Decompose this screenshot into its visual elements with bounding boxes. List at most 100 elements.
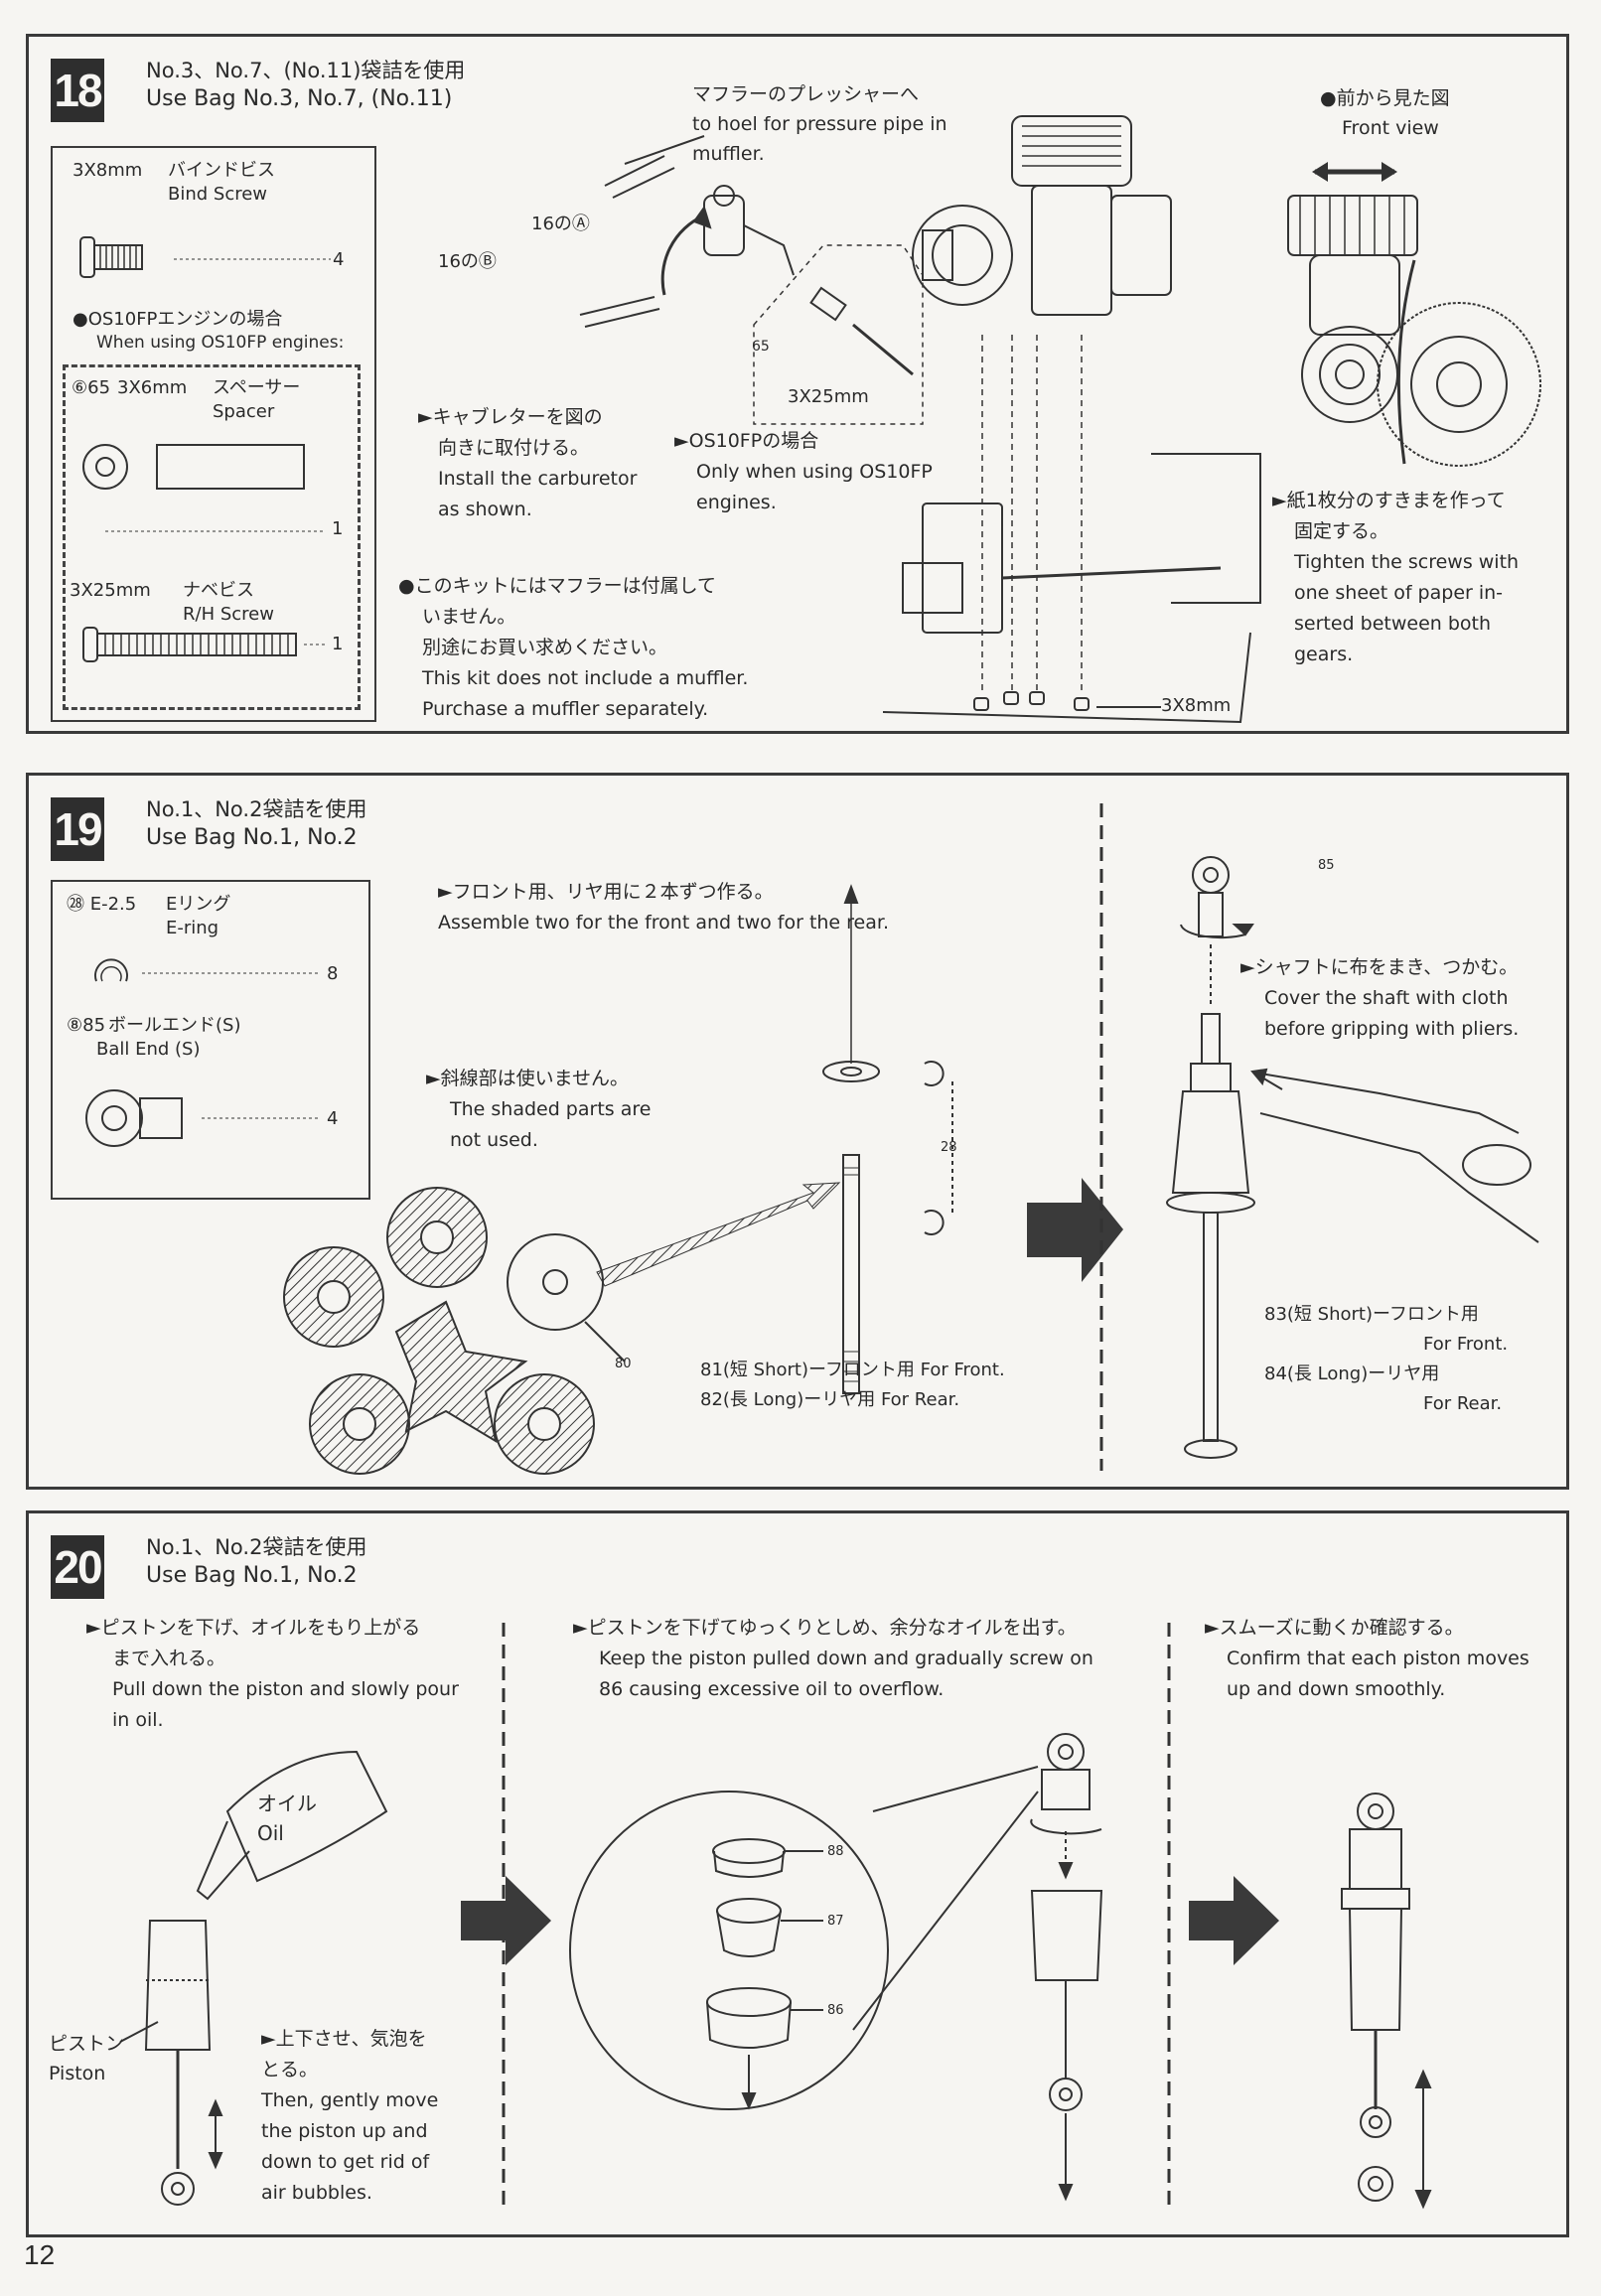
no-muffler-jp-2: いません。 (422, 606, 516, 628)
os-engine-note-jp: ●OS10FPエンジンの場合 (73, 309, 283, 330)
no-muffler-jp-3: 別途にお買い求めください。 (422, 637, 668, 658)
part-name-en: E-ring (166, 918, 219, 938)
gap-note-en-2: one sheet of paper in- (1294, 582, 1504, 604)
part-id: ⑧85 (67, 1015, 106, 1036)
part-qty: 4 (327, 1108, 339, 1129)
page-number: 12 (24, 2239, 56, 2270)
gap-note-en-1: Tighten the screws with (1294, 551, 1520, 573)
assemble-note-en: Assemble two for the front and two for t… (438, 912, 889, 933)
front-view-en: Front view (1342, 117, 1439, 139)
no-muffler-en-2: Purchase a muffler separately. (422, 698, 709, 720)
bag-label-jp: No.1、No.2袋詰を使用 (146, 797, 367, 821)
screw-note-jp: ►ピストンを下げてゆっくりとしめ、余分なオイルを出す。 (573, 1617, 1077, 1639)
bubble-note-jp-2: とる。 (261, 2059, 319, 2081)
bubble-note-en-3: down to get rid of (261, 2151, 430, 2173)
part-size: 3X6mm (117, 377, 188, 398)
no-muffler-en-1: This kit does not include a muffler. (422, 667, 749, 689)
part-name-en: R/H Screw (183, 604, 274, 625)
check-note-en-2: up and down smoothly. (1227, 1678, 1446, 1700)
part-size: 3X25mm (70, 580, 151, 601)
gap-note-en-4: gears. (1294, 644, 1354, 665)
step-19-panel: 19 No.1、No.2袋詰を使用 Use Bag No.1, No.2 ㉘ E… (26, 773, 1569, 1490)
spacer-drawing (82, 444, 326, 662)
part-65-callout: 65 (752, 339, 770, 355)
front-view-jp: ●前から見た図 (1320, 87, 1450, 109)
part-28-callout: 28 (941, 1140, 957, 1155)
gap-note-en-3: serted between both (1294, 613, 1492, 635)
muffler-note-jp: マフラーのプレッシャーへ (692, 83, 920, 105)
cloth-note-en-1: Cover the shaft with cloth (1264, 987, 1509, 1009)
bag-label-jp: No.3、No.7、(No.11)袋詰を使用 (146, 59, 466, 82)
part-86-callout: 86 (827, 2003, 844, 2018)
parts-list-box: ㉘ E-2.5 Eリング E-ring 8 ⑧85 ボールエンド(S) Ball… (51, 880, 370, 1200)
gap-note-jp-2: 固定する。 (1294, 520, 1389, 542)
bag-label-en: Use Bag No.1, No.2 (146, 1563, 358, 1588)
cylinder-short-en: For Front. (1423, 1334, 1509, 1355)
parts-drawings (85, 958, 321, 1147)
part-88-callout: 88 (827, 1844, 844, 1859)
fill-note-jp-2: まで入れる。 (112, 1648, 226, 1669)
carb-note-en-2: as shown. (438, 499, 532, 520)
step-18-panel: 18 No.3、No.7、(No.11)袋詰を使用 Use Bag No.3, … (26, 34, 1569, 734)
oil-fill-illustration (119, 1623, 1432, 2210)
part-id: ⑥65 (72, 377, 111, 398)
carb-note-jp-2: 向きに取付ける。 (438, 437, 590, 459)
screw-8mm-label: 3X8mm (1161, 695, 1232, 716)
part-name-jp: Eリング (166, 894, 231, 915)
shaded-note-jp: ►斜線部は使いません。 (426, 1068, 630, 1089)
bag-label-jp: No.1、No.2袋詰を使用 (146, 1535, 367, 1559)
piston-label-en: Piston (49, 2063, 106, 2084)
shaded-note-en-2: not used. (450, 1129, 538, 1151)
carb-note-jp-1: ►キャブレターを図の (418, 406, 603, 428)
screw-note-en-2: 86 causing excessive oil to overflow. (599, 1678, 945, 1700)
shaft-short-label: 81(短 Short)ーフロント用 For Front. (700, 1360, 1005, 1380)
part-name-jp: ボールエンド(S) (108, 1015, 241, 1036)
cloth-note-en-2: before gripping with pliers. (1264, 1018, 1520, 1040)
bag-label-en: Use Bag No.1, No.2 (146, 825, 358, 850)
bubble-note-en-4: air bubbles. (261, 2182, 372, 2204)
gap-note-jp-1: ►紙1枚分のすきまを作って (1272, 490, 1506, 511)
carb-note-en-1: Install the carburetor (438, 468, 638, 490)
step-number: 19 (51, 797, 104, 861)
part-size: 3X8mm (73, 160, 143, 181)
step-number: 20 (51, 1535, 104, 1599)
part-qty: 1 (332, 634, 344, 654)
bag-label-en: Use Bag No.3, No.7, (No.11) (146, 86, 453, 111)
bubble-note-en-2: the piston up and (261, 2120, 428, 2142)
shaft-long-label: 82(長 Long)ーリヤ用 For Rear. (700, 1389, 960, 1410)
part-qty: 8 (327, 963, 339, 984)
part-87-callout: 87 (827, 1914, 844, 1929)
muffler-note-en-2: muffler. (692, 143, 765, 165)
fill-note-en-1: Pull down the piston and slowly pour (112, 1678, 459, 1700)
shock-shaft-illustration (283, 803, 1539, 1475)
muffler-note-en-1: to hoel for pressure pipe in (692, 113, 947, 135)
os-parts-dashed-box: ⑥65 3X6mm スペーサー Spacer 1 3X25mm ナベビス R/H… (63, 364, 361, 710)
assemble-note-jp: ►フロント用、リヤ用に２本ずつ作る。 (438, 881, 774, 903)
oil-label-en: Oil (257, 1821, 284, 1845)
fill-note-en-2: in oil. (112, 1709, 164, 1731)
os-note-en-1: Only when using OS10FP (696, 461, 933, 483)
os-note-jp: ►OS10FPの場合 (674, 430, 819, 452)
bind-screw-drawing (79, 236, 331, 278)
cylinder-long-label: 84(長 Long)ーリヤ用 (1264, 1363, 1440, 1384)
part-85-callout: 85 (1318, 858, 1335, 873)
os-note-en-2: engines. (696, 492, 777, 513)
part-name-jp: スペーサー (213, 377, 301, 398)
part-name-en: Spacer (213, 401, 275, 422)
check-note-en-1: Confirm that each piston moves (1227, 1648, 1529, 1669)
fill-note-jp-1: ►ピストンを下げ、オイルをもり上がる (86, 1617, 421, 1639)
check-note-jp: ►スムーズに動くか確認する。 (1205, 1617, 1464, 1639)
part-qty: 4 (333, 249, 345, 270)
part-id: ㉘ E-2.5 (67, 894, 137, 915)
step-number: 18 (51, 59, 104, 122)
oil-label-jp: オイル (257, 1792, 317, 1815)
part-name-en: Bind Screw (168, 184, 268, 205)
part-name-en: Ball End (S) (96, 1039, 201, 1060)
part-80-callout: 80 (615, 1357, 632, 1371)
no-muffler-jp-1: ●このキットにはマフラーは付属して (398, 575, 717, 597)
screw-note-en-1: Keep the piston pulled down and graduall… (599, 1648, 1093, 1669)
cylinder-long-en: For Rear. (1423, 1393, 1503, 1414)
shaded-note-en-1: The shaded parts are (450, 1098, 652, 1120)
os-engine-note-en: When using OS10FP engines: (96, 333, 345, 353)
step-20-panel: 20 No.1、No.2袋詰を使用 Use Bag No.1, No.2 (26, 1510, 1569, 2237)
